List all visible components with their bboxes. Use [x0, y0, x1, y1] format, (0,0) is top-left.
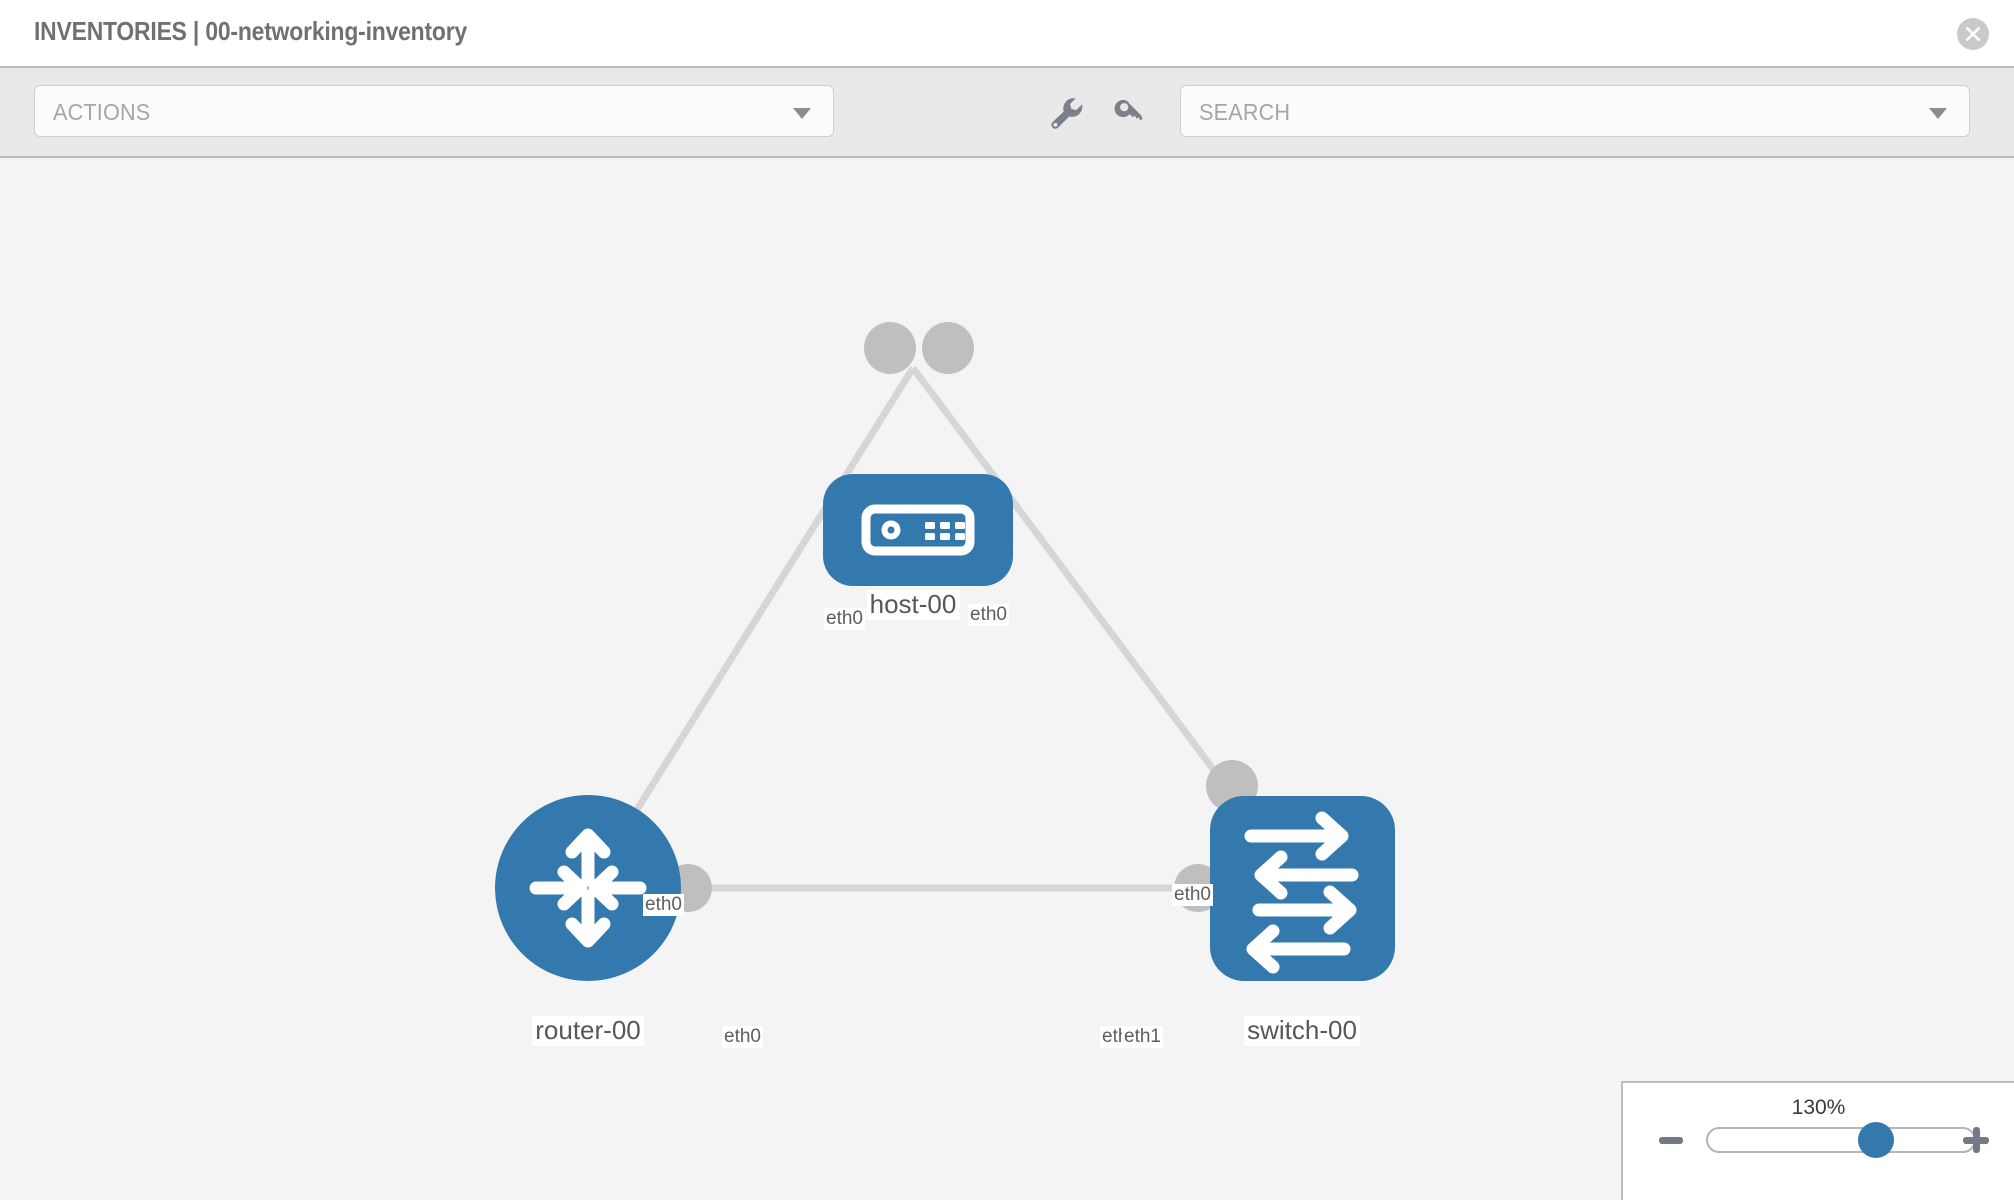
- search-input[interactable]: SEARCH: [1180, 85, 1970, 137]
- wrench-icon[interactable]: [1046, 93, 1086, 138]
- close-icon[interactable]: [1957, 18, 1989, 50]
- key-icon[interactable]: [1110, 93, 1150, 138]
- topology-edges: [585, 365, 1305, 892]
- search-placeholder: SEARCH: [1199, 99, 1291, 125]
- server-device-icon: [861, 504, 975, 556]
- edge-label-host-router-target: eth0: [643, 894, 684, 916]
- topology-canvas[interactable]: host-00 router-00 switch-00 eth0 eth0 et…: [0, 158, 2014, 1200]
- chevron-down-icon: [793, 108, 811, 119]
- connector-host-left: [864, 322, 916, 374]
- router-arrows-icon: [529, 828, 647, 948]
- switch-arrows-icon: [1244, 811, 1359, 974]
- chevron-down-icon[interactable]: [1929, 108, 1947, 119]
- topology-graph: [495, 322, 1395, 981]
- zoom-slider-handle[interactable]: [1858, 1122, 1894, 1158]
- node-label-router-00: router-00: [532, 1015, 644, 1046]
- node-router-00: [495, 795, 681, 981]
- zoom-control-panel: 130%: [1621, 1081, 2014, 1200]
- edge-label-host-switch-source: eth0: [968, 604, 1009, 626]
- zoom-level-value: 130%: [1791, 1096, 1846, 1119]
- edge-label-router-switch-target: eth1: [1122, 1026, 1163, 1048]
- connector-host-right: [922, 322, 974, 374]
- actions-dropdown-label: ACTIONS: [53, 99, 151, 125]
- edge-label-router-switch-source: eth0: [722, 1026, 763, 1048]
- zoom-slider[interactable]: [1706, 1122, 1976, 1158]
- edge-label-host-switch-target: eth0: [1172, 884, 1213, 906]
- edge-label-host-router-source: eth0: [824, 608, 865, 630]
- minus-icon[interactable]: [1659, 1137, 1683, 1144]
- node-label-switch-00: switch-00: [1244, 1015, 1360, 1046]
- edge-host-router: [585, 366, 916, 890]
- node-switch-00: [1210, 796, 1395, 981]
- topology-connectors: [664, 322, 1258, 912]
- node-label-host-00: host-00: [866, 589, 960, 620]
- page-title: INVENTORIES | 00-networking-inventory: [34, 16, 468, 46]
- actions-dropdown[interactable]: ACTIONS: [34, 85, 834, 137]
- plus-icon[interactable]: [1963, 1127, 1989, 1153]
- node-host-00: [823, 474, 1013, 586]
- page-header: INVENTORIES | 00-networking-inventory: [0, 0, 2014, 68]
